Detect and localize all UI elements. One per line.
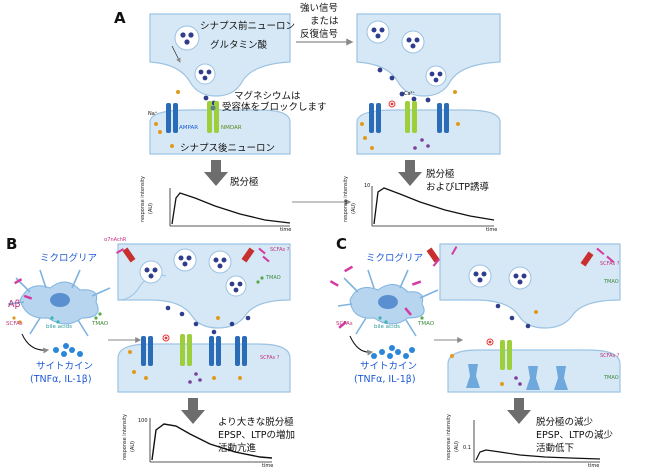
cytokine-label-b-1: サイトカイン xyxy=(36,361,94,372)
scfas-q-label-b2: SCFAs ? xyxy=(260,355,280,361)
glutamate-label: グルタミン酸 xyxy=(210,40,268,51)
graph-a-left-ylabel-1: response intensity xyxy=(140,176,146,222)
panel-c-synapse xyxy=(426,243,621,393)
graph-a-right-tick: 10 xyxy=(364,183,371,189)
graph-a-right-xlabel: time xyxy=(486,227,498,233)
bile-acids-label-c: bile acids xyxy=(374,324,400,330)
graph-a-left-xlabel: time xyxy=(280,227,292,233)
graph-c xyxy=(473,420,601,463)
strong-signal-label-2: または xyxy=(310,16,339,27)
graph-b-tick: 100 xyxy=(138,418,148,424)
presynaptic-label: シナプス前ニューロン xyxy=(200,21,296,32)
postsynaptic-label: シナプス後ニューロン xyxy=(180,143,276,154)
panel-b-synapse xyxy=(116,243,291,393)
mg-block-label-2: 受容体をブロックします xyxy=(222,102,327,113)
b-result-3: 活動亢進 xyxy=(218,443,257,454)
bile-acids-label-b: bile acids xyxy=(46,324,72,330)
scfas-label-b: SCFAs xyxy=(6,321,23,327)
vesicle xyxy=(174,25,200,51)
graph-a-right-ylabel-1: response intensity xyxy=(343,176,349,222)
panel-a-right-synapse xyxy=(356,13,501,155)
graph-a-right-ylabel-2: (AU) xyxy=(351,203,357,214)
graph-c-tick: 0.1 xyxy=(463,445,471,451)
c-result-2: EPSP、LTPの減少 xyxy=(536,430,614,441)
cytokine-label-c-1: サイトカイン xyxy=(360,361,418,372)
scfas-q-label-c2: SCFAs ? xyxy=(600,353,620,359)
tmao-label-c3: TMAO xyxy=(604,375,619,381)
panel-letter-a: A xyxy=(114,9,126,27)
microglia-label-b: ミクログリア xyxy=(40,253,98,264)
down-arrow xyxy=(181,160,531,424)
c-result-3: 活動低下 xyxy=(536,443,575,454)
tmao-label-b: TMAO xyxy=(92,321,109,327)
ampar-receptor xyxy=(166,103,178,133)
graph-b-xlabel: time xyxy=(262,463,274,469)
graph-c-ylabel-2: (AU) xyxy=(454,441,460,452)
nmdar-label: NMDAR xyxy=(221,125,242,131)
presynaptic-terminal xyxy=(356,13,501,97)
panel-c-microglia xyxy=(329,265,439,359)
panel-letter-b: B xyxy=(6,235,18,253)
nmdar-receptor xyxy=(207,101,219,133)
panel-a-left-synapse xyxy=(149,13,291,155)
ampar-label: AMPAR xyxy=(179,125,199,131)
panel-letter-c: C xyxy=(336,235,348,253)
tmao-label-c: TMAO xyxy=(418,321,435,327)
abeta-label: Aβ xyxy=(8,299,21,310)
tmao-label-b2: TMAO xyxy=(266,275,281,281)
graph-b-ylabel-1: response intensity xyxy=(122,414,128,460)
depol-a1-label: 脱分極 xyxy=(230,177,259,188)
ca-label: Ca²⁺ xyxy=(404,91,416,97)
graph-c-ylabel-1: response intensity xyxy=(446,414,452,460)
tmao-label-c2: TMAO xyxy=(604,279,619,285)
a7nachr-label-b: α7nAchR xyxy=(104,237,127,243)
strong-signal-label-1: 強い信号 xyxy=(300,3,339,14)
scfas-q-label-c1: SCFAs ? xyxy=(600,261,620,267)
cytokine-label-b-2: (TNFα, IL-1β) xyxy=(30,374,92,385)
na-label: Na⁺ xyxy=(148,111,158,117)
cytokine-label-c-2: (TNFα, IL-1β) xyxy=(354,374,416,385)
mg-block-label-1: マグネシウムは xyxy=(234,91,301,102)
graph-a-right xyxy=(371,186,495,227)
depol-a2-label-2: およびLTP誘導 xyxy=(426,182,490,193)
graph-a-left-ylabel-2: (AU) xyxy=(148,203,154,214)
postsynaptic-membrane xyxy=(149,109,291,155)
graph-c-xlabel: time xyxy=(588,463,600,469)
scfas-q-label-b1: SCFAs ? xyxy=(270,247,290,253)
panel-b-microglia xyxy=(7,269,111,357)
vesicle xyxy=(194,63,216,85)
scfas-label-c: SCFAs xyxy=(336,321,353,327)
ion-dots xyxy=(154,90,180,148)
b-result-1: より大きな脱分極 xyxy=(218,417,294,428)
strong-signal-label-3: 反復信号 xyxy=(300,29,339,40)
microglia-label-c: ミクログリア xyxy=(366,253,424,264)
depol-a2-label-1: 脱分極 xyxy=(426,169,455,180)
graph-a-left xyxy=(169,188,291,227)
b-result-2: EPSP、LTPの増加 xyxy=(218,430,296,441)
graph-b-ylabel-2: (AU) xyxy=(130,441,136,452)
c-result-1: 脱分極の減少 xyxy=(536,417,594,428)
a7nachr-receptor xyxy=(122,247,255,263)
graph-b xyxy=(149,418,273,463)
